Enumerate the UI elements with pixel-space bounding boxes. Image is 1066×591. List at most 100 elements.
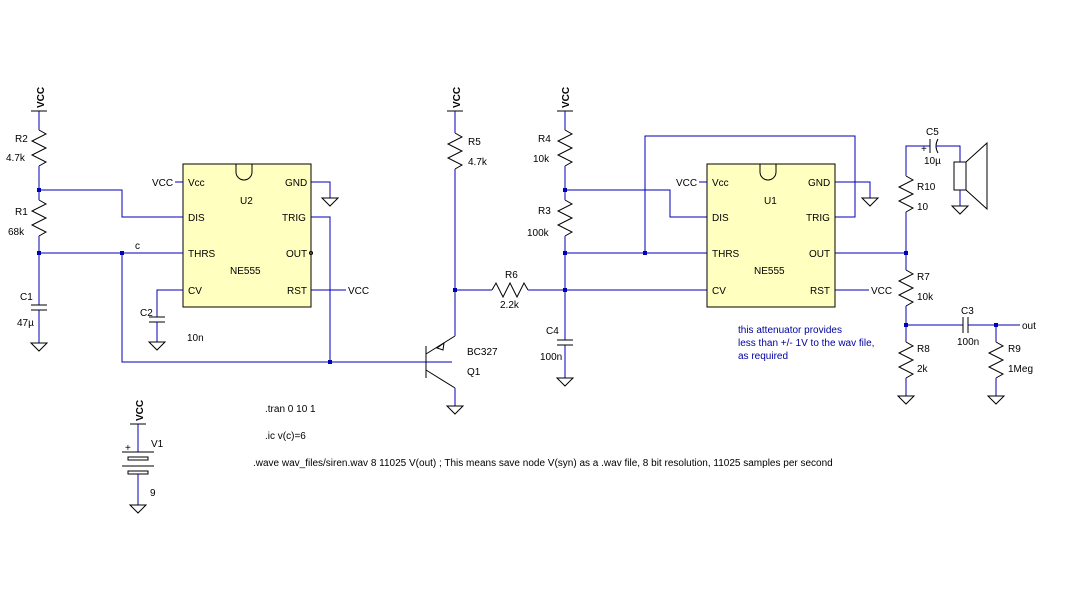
resistor-r7[interactable] (897, 269, 915, 307)
directive-ic: .ic v(c)=6 (265, 431, 306, 442)
r4-value: 10k (533, 154, 550, 165)
u2-name: U2 (240, 196, 253, 207)
u1-notch (759, 164, 777, 181)
ground-icon (29, 342, 49, 352)
wire (835, 181, 871, 198)
u2-rst-vcc-label: VCC (348, 286, 369, 297)
r8-name: R8 (917, 344, 930, 355)
transistor-q1[interactable] (425, 335, 456, 389)
wire (121, 253, 452, 363)
r2-name: R2 (15, 134, 28, 145)
r8-value: 2k (917, 364, 929, 375)
r3-value: 100k (527, 228, 550, 239)
c5-value: 10µ (924, 156, 941, 167)
r10-value: 10 (917, 202, 929, 213)
v1-polarity: + (125, 443, 131, 454)
c1-value: 47µ (17, 318, 34, 329)
resistor-r6[interactable] (491, 281, 529, 299)
u1-pin-out: OUT (809, 249, 830, 260)
c3-value: 100n (957, 337, 979, 348)
resistor-r10[interactable] (897, 175, 915, 213)
u1-vcc-label: VCC (676, 178, 697, 189)
resistor-r1[interactable] (30, 199, 48, 237)
u1-rst-vcc-label: VCC (871, 286, 892, 297)
wire (905, 145, 930, 176)
c4-value: 100n (540, 352, 562, 363)
r1-name: R1 (15, 207, 28, 218)
c2-name: C2 (140, 308, 153, 319)
resistor-r4[interactable] (556, 129, 574, 167)
comment-line-1: this attenuator provides (738, 325, 842, 336)
junction (37, 188, 41, 192)
c1-name: C1 (20, 292, 33, 303)
r2-value: 4.7k (6, 153, 26, 164)
v1-name: V1 (151, 439, 164, 450)
wire (311, 181, 331, 198)
u2-pin-out: OUT (286, 249, 307, 260)
u2-pin-dis: DIS (188, 213, 205, 224)
u2-pin-cv: CV (188, 286, 202, 297)
vcc-label-left: VCC (36, 87, 47, 108)
c5-name: C5 (926, 127, 939, 138)
u2-pin-rst: RST (287, 286, 307, 297)
resistor-r8[interactable] (897, 341, 915, 379)
u1-pin-dis: DIS (712, 213, 729, 224)
vcc-label-r5: VCC (452, 87, 463, 108)
u2-pin-vcc: Vcc (188, 178, 205, 189)
speaker-icon (953, 141, 988, 211)
resistor-r5[interactable] (446, 132, 464, 170)
net-c-label: c (135, 241, 140, 252)
junction (37, 251, 41, 255)
net-out-label: out (1022, 321, 1036, 332)
ground-icon (147, 341, 167, 351)
ground-icon (950, 205, 970, 215)
directive-wave: .wave wav_files/siren.wav 8 11025 V(out)… (253, 458, 833, 469)
u2-pin-thrs: THRS (188, 249, 216, 260)
u2-notch (235, 164, 253, 181)
r6-value: 2.2k (500, 300, 520, 311)
u2-pin-trig: TRIG (282, 213, 306, 224)
r5-name: R5 (468, 137, 481, 148)
wire (311, 216, 331, 362)
u1-chip[interactable] (706, 163, 836, 308)
r7-value: 10k (917, 292, 934, 303)
resistor-r2[interactable] (30, 129, 48, 167)
r7-name: R7 (917, 272, 930, 283)
r10-name: R10 (917, 182, 936, 193)
q1-type: BC327 (467, 347, 498, 358)
u1-pin-cv: CV (712, 286, 726, 297)
u1-type: NE555 (754, 266, 785, 277)
ground-icon (320, 197, 340, 207)
vcc-label-battery: VCC (135, 400, 146, 421)
u1-name: U1 (764, 196, 777, 207)
ground-icon (986, 395, 1006, 405)
u1-pin-rst: RST (810, 286, 830, 297)
r4-name: R4 (538, 134, 551, 145)
directive-tran: .tran 0 10 1 (265, 404, 316, 415)
v1-value: 9 (150, 488, 156, 499)
u2-out-pin-marker (309, 251, 313, 255)
r1-value: 68k (8, 227, 25, 238)
ground-icon (128, 504, 148, 514)
c2-value: 10n (187, 333, 204, 344)
r5-value: 4.7k (468, 157, 488, 168)
u1-pin-trig: TRIG (806, 213, 830, 224)
battery-v1[interactable] (122, 451, 154, 475)
comment-line-3: as required (738, 351, 788, 362)
ground-icon (445, 405, 465, 415)
ground-icon (860, 197, 880, 207)
resistor-r3[interactable] (556, 199, 574, 237)
c5-polarity: + (921, 144, 927, 155)
u1-pin-gnd: GND (808, 178, 830, 189)
ground-icon (555, 377, 575, 387)
r9-name: R9 (1008, 344, 1021, 355)
ground-icon (896, 395, 916, 405)
r6-name: R6 (505, 270, 518, 281)
resistor-r9[interactable] (987, 341, 1005, 379)
u2-chip[interactable] (182, 163, 312, 308)
u2-vcc-label: VCC (152, 178, 173, 189)
u1-pin-vcc: Vcc (712, 178, 729, 189)
wire (156, 289, 183, 317)
wire (644, 135, 856, 253)
c3-name: C3 (961, 306, 974, 317)
